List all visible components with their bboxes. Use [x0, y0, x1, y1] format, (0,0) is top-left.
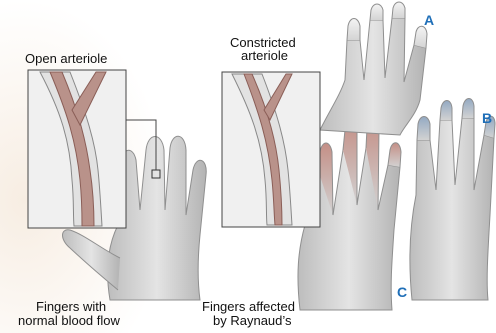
open-arteriole-label: Open arteriole: [25, 52, 107, 65]
stage-letter-c: C: [397, 284, 407, 300]
constricted-label-line2: arteriole: [241, 49, 288, 62]
hand-stage-b: [410, 99, 495, 301]
finger-blue-1: [417, 117, 430, 141]
normal-label-line1: Fingers with: [36, 300, 106, 313]
finger-blue-3: [462, 99, 474, 119]
finger-red-4: [388, 143, 401, 167]
stage-letter-b: B: [482, 110, 492, 126]
raynaud-label-line1: Fingers affected: [202, 300, 295, 313]
stage-letter-a: A: [424, 12, 434, 28]
constricted-arteriole-inset: [222, 72, 320, 227]
hand-stage-a: [320, 2, 427, 135]
normal-label-line2: normal blood flow: [18, 314, 120, 327]
raynaud-label-line2: by Raynaud’s: [213, 314, 292, 327]
finger-blue-2: [440, 101, 452, 121]
